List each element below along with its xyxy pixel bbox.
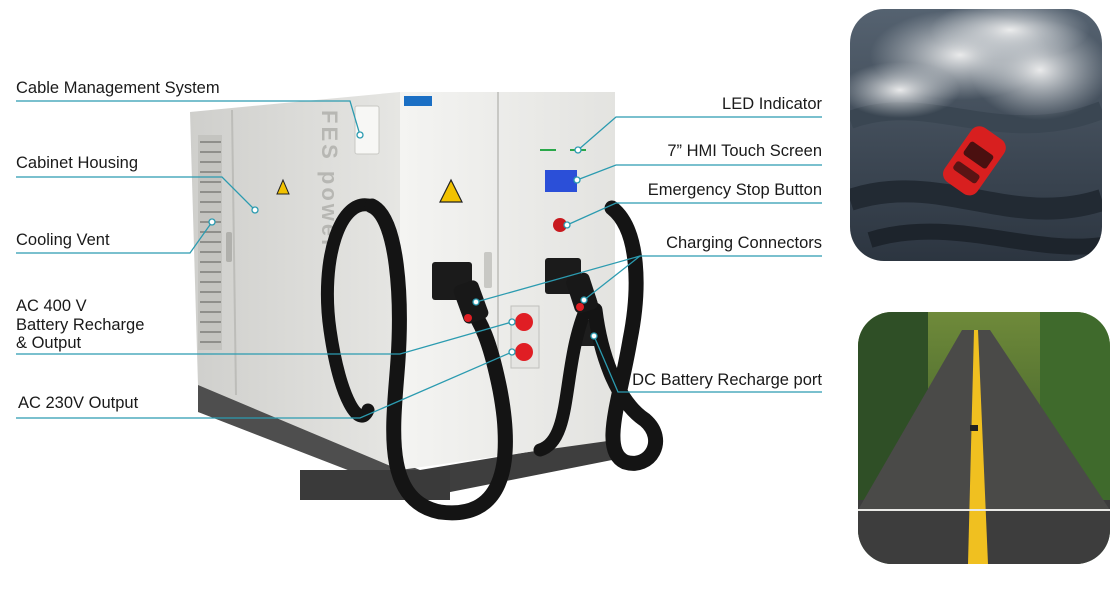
label-dc-recharge-port: DC Battery Recharge port	[632, 371, 822, 389]
cable-management-hook	[354, 105, 380, 155]
cooling-vent	[198, 135, 222, 350]
label-ac230: AC 230V Output	[18, 394, 139, 412]
leader-cable-management	[16, 100, 361, 136]
label-hmi-screen: 7” HMI Touch Screen	[667, 142, 822, 160]
label-ac400-line2: Battery Recharge	[16, 316, 145, 334]
leader-cabinet-housing	[16, 176, 256, 211]
ac-230v-socket	[515, 343, 533, 361]
leader-dc-recharge	[593, 335, 822, 393]
cable-right-inner	[533, 293, 597, 457]
leader-cooling-vent	[16, 221, 213, 254]
charging-connectors	[453, 272, 598, 324]
ac-400v-socket	[515, 313, 533, 331]
hmi-touch-screen	[545, 170, 577, 192]
cabinet-base-front	[420, 438, 612, 498]
pallet-foot	[300, 470, 450, 500]
cabinet-side-panel	[190, 92, 400, 470]
leader-lines	[16, 100, 822, 419]
leader-ac400	[16, 321, 513, 355]
front-door-handle	[484, 252, 492, 288]
emergency-stop-button	[553, 218, 567, 232]
label-ac400-line3: & Output	[16, 334, 82, 352]
label-emergency-stop: Emergency Stop Button	[647, 181, 822, 199]
brand-logo	[404, 96, 432, 106]
label-led-indicator: LED Indicator	[722, 95, 822, 113]
side-door-handle	[226, 232, 232, 262]
label-cabinet-housing: Cabinet Housing	[16, 154, 138, 172]
cabinet-base	[198, 380, 420, 498]
leader-charging-connectors	[583, 255, 822, 301]
warning-icon	[276, 178, 290, 195]
leader-emergency-stop	[566, 202, 822, 226]
label-charging-connectors: Charging Connectors	[666, 234, 822, 252]
leader-dots	[208, 131, 598, 356]
label-ac400-line1: AC 400 V	[16, 297, 87, 315]
photo-drifting-car	[850, 9, 1102, 261]
label-cooling-vent: Cooling Vent	[16, 231, 110, 249]
leader-led	[577, 116, 822, 151]
leader-charging-connectors-2	[475, 255, 641, 303]
photo-forest-road	[858, 312, 1110, 564]
cable-loop-left	[320, 198, 379, 423]
red-car-icon	[943, 126, 1006, 196]
leader-hmi	[576, 164, 822, 181]
cable-left	[364, 198, 513, 521]
cable-right	[587, 200, 664, 471]
charging-cables	[320, 198, 664, 521]
charging-cabinet: FES power	[190, 92, 615, 500]
label-cable-management: Cable Management System	[16, 79, 220, 97]
leader-ac230	[16, 351, 513, 419]
warning-icon	[439, 178, 463, 203]
distant-car-icon	[970, 425, 978, 431]
